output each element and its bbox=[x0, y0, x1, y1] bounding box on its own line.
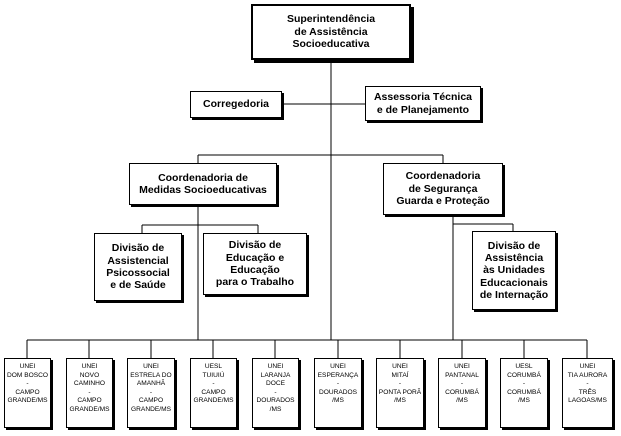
coord-seguranca-box: Coordenadoria de Segurança Guarda e Prot… bbox=[383, 163, 503, 215]
unit-box: UNEI LARANJA DOCE - DOURADOS /MS bbox=[252, 358, 299, 428]
corregedoria-box: Corregedoria bbox=[190, 91, 282, 118]
unit-box: UESL TUIUIÚ - CAMPO GRANDE/MS bbox=[190, 358, 237, 428]
unit-box: UNEI NOVO CAMINHO - CAMPO GRANDE/MS bbox=[66, 358, 113, 428]
div-educacao-box: Divisão de Educação e Educação para o Tr… bbox=[203, 233, 307, 295]
unit-box: UNEI TIA AURORA - TRÊS LAGOAS/MS bbox=[562, 358, 613, 428]
superintendencia-box: Superintendência de Assistência Socioedu… bbox=[251, 4, 411, 60]
assessoria-box: Assessoria Técnica e de Planejamento bbox=[365, 86, 481, 121]
div-assistencial-box: Divisão de Assistencial Psicossocial e d… bbox=[94, 233, 182, 301]
unit-box: UNEI ESPERANÇA - DOURADOS /MS bbox=[314, 358, 362, 428]
unit-box: UESL CORUMBÁ - CORUMBÁ /MS bbox=[500, 358, 548, 428]
unit-box: UNEI DOM BOSCO - CAMPO GRANDE/MS bbox=[4, 358, 51, 428]
coord-medidas-box: Coordenadoria de Medidas Socioeducativas bbox=[129, 163, 277, 205]
unit-box: UNEI MITAÍ - PONTA PORÃ /MS bbox=[376, 358, 424, 428]
div-internacao-box: Divisão de Assistência às Unidades Educa… bbox=[472, 231, 556, 310]
unit-box: UNEI ESTRELA DO AMANHÃ - CAMPO GRANDE/MS bbox=[127, 358, 175, 428]
unit-box: UNEI PANTANAL - CORUMBÁ /MS bbox=[438, 358, 486, 428]
